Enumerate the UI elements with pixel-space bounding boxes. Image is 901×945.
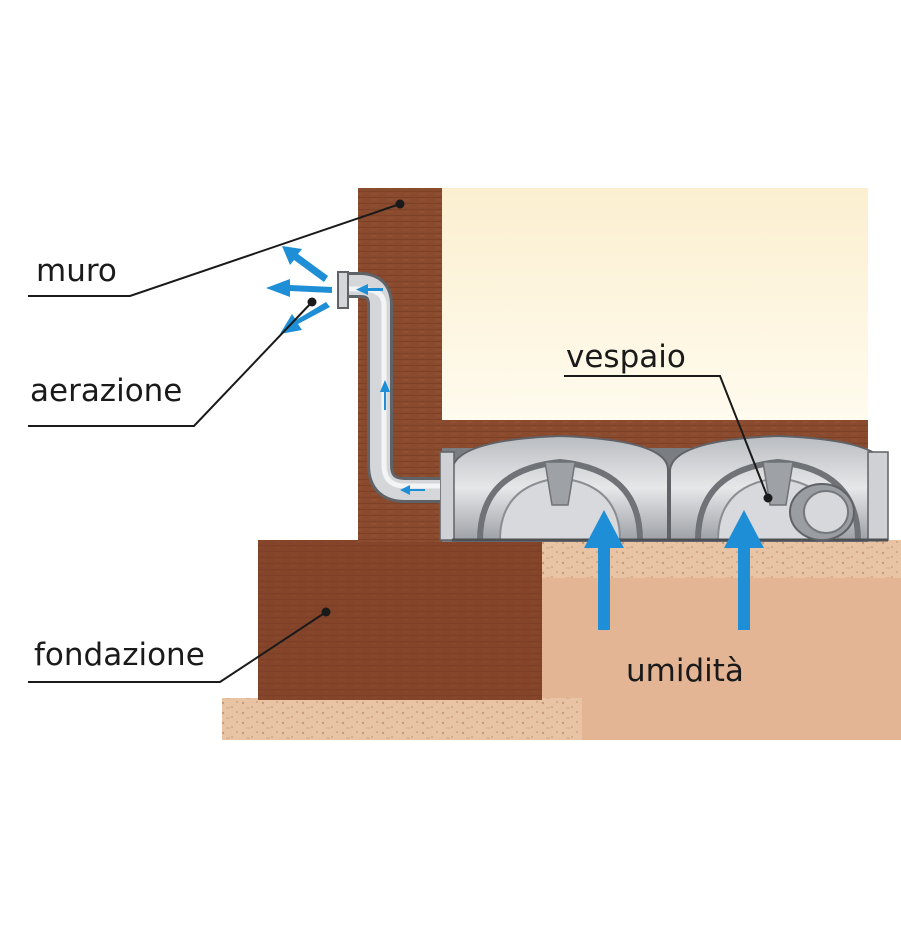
label-humidity: umidità bbox=[626, 653, 744, 689]
pipe-airflow-arrows bbox=[356, 284, 425, 495]
gravel-layer-base bbox=[222, 698, 582, 740]
interior-space bbox=[442, 188, 868, 420]
humidity-arrows bbox=[584, 510, 764, 630]
label-ventilation: aerazione bbox=[30, 373, 183, 409]
label-foundation: fondazione bbox=[34, 637, 205, 673]
drain-pipe-section bbox=[789, 483, 855, 541]
leader-dots bbox=[307, 199, 773, 617]
label-wall: muro bbox=[36, 253, 117, 289]
crawl-space-formwork bbox=[439, 434, 889, 542]
label-crawl-space: vespaio bbox=[566, 339, 686, 375]
ventilation-outflow-arrows bbox=[266, 246, 332, 334]
leader-lines bbox=[28, 203, 769, 683]
